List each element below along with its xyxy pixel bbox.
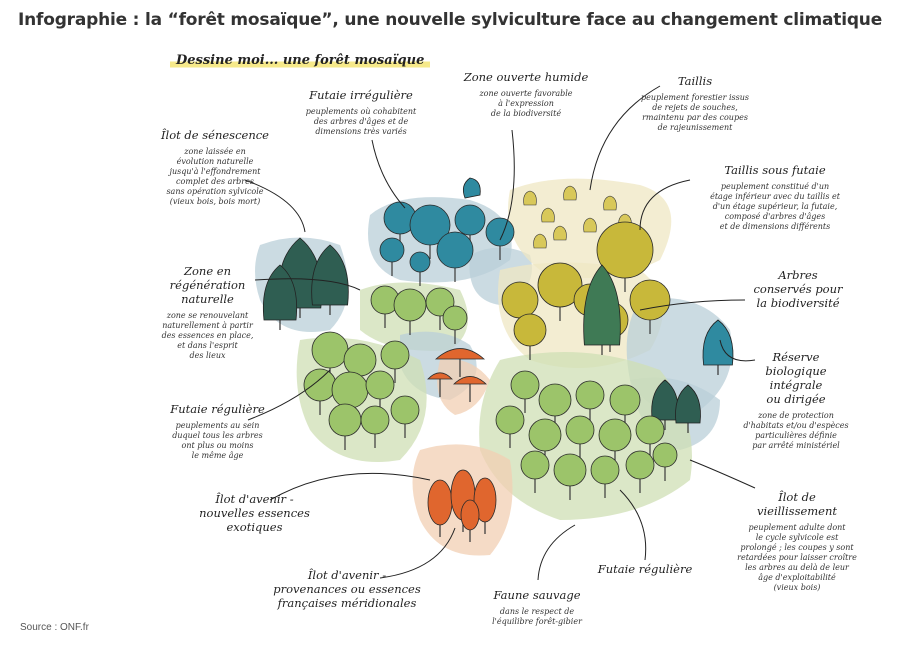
trees xyxy=(262,177,734,542)
subtitle: Dessine moi... une forêt mosaïque xyxy=(170,52,431,69)
label-zone-ouverte-humide: Zone ouverte humide zone ouverte favorab… xyxy=(446,70,606,119)
label-title: Futaie régulière xyxy=(597,562,693,576)
page-title: Infographie : la “forêt mosaïque”, une n… xyxy=(18,10,883,30)
source-credit: Source : ONF.fr xyxy=(20,622,89,633)
label-title: Zone ouverte humide xyxy=(463,70,589,84)
label-title: Taillis xyxy=(677,74,713,88)
label-title: Faune sauvage xyxy=(493,588,581,602)
label-futaie-reguliere-bottom: Futaie régulière xyxy=(590,562,700,576)
label-title: Îlot de sénescence xyxy=(161,128,269,142)
label-title: Taillis sous futaie xyxy=(724,163,826,177)
label-taillis-sous-futaie: Taillis sous futaie peuplement constitué… xyxy=(690,163,860,232)
pointer-arrows xyxy=(244,85,756,581)
label-futaie-irreguliere: Futaie irrégulière peuplements où cohabi… xyxy=(286,88,436,137)
label-title: Futaie régulière xyxy=(170,402,265,416)
label-title: Futaie irrégulière xyxy=(309,88,413,102)
